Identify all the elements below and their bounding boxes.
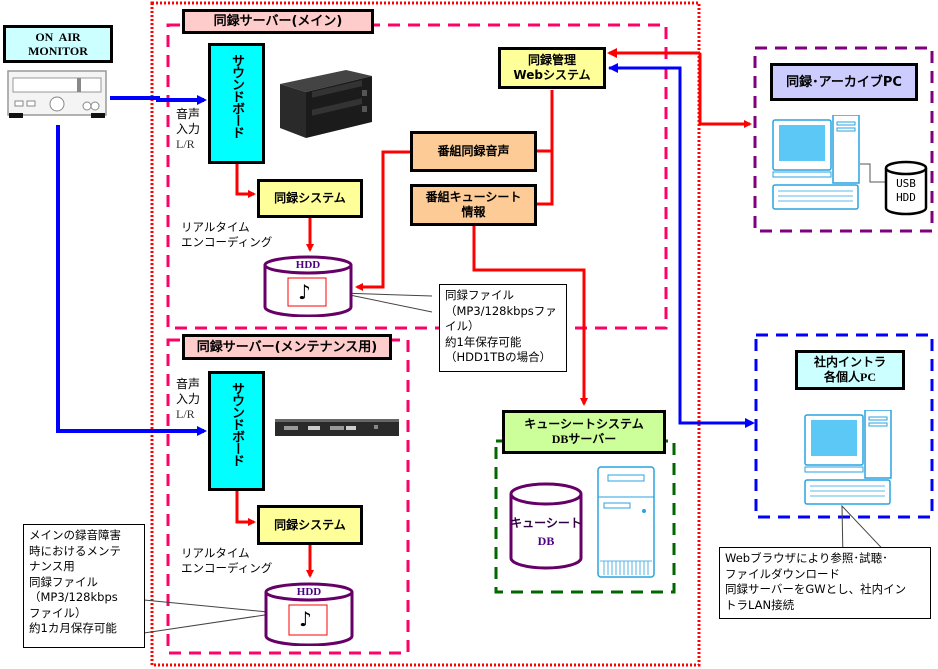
main-server-title: 同録サーバー(メイン)	[182, 9, 374, 34]
program-cue-sheet-info: 番組キューシート 情報	[410, 184, 537, 226]
maint-soundboard: サウンドボード	[208, 371, 265, 491]
sb-to-rec-main	[235, 163, 256, 198]
usb-hdd: USB HDD	[884, 160, 928, 216]
music-note-icon: ♪	[298, 280, 311, 304]
main-encoding-label: リアルタイム エンコーディング	[181, 220, 273, 249]
radio-receiver-icon	[7, 70, 107, 118]
main-hdd-note: 同録ファイル （MP3/128kbpsファ イル） 約1年保存可能 （HDD1T…	[439, 284, 567, 372]
cue-to-db	[472, 226, 588, 406]
main-soundboard: サウンドボード	[208, 43, 265, 164]
tower-server-icon	[280, 70, 372, 138]
main-hdd: HDD ♪	[262, 255, 354, 318]
maint-recording-system: 同録システム	[257, 505, 363, 545]
maint-encoding-label: リアルタイム エンコーディング	[181, 546, 273, 575]
maint-hdd-note: メインの録音障害 時におけるメンテ ナンス用 同録ファイル （MP3/128kb…	[23, 524, 145, 648]
audio-to-hdd	[355, 150, 410, 291]
desktop-pc-icon	[804, 410, 892, 505]
intranet-pc-border	[754, 333, 934, 519]
audio-line-maint	[56, 125, 207, 436]
archive-pc-title: 同録･アーカイブPC	[770, 63, 918, 101]
maint-hdd: HDD ♪	[263, 582, 355, 647]
on-air-monitor-label: ON AIR MONITOR	[3, 25, 113, 63]
audio-to-web	[537, 90, 554, 153]
cue-sheet-db: キューシート DB	[508, 482, 584, 570]
sb-to-rec-maint	[235, 490, 256, 526]
cue-db-title: キューシートシステム DBサーバー	[502, 410, 666, 454]
hdd-cylinder-icon	[264, 582, 354, 647]
desktop-pc-icon	[772, 115, 860, 210]
usb-hdd-connector	[860, 163, 888, 183]
web-management-system: 同録管理 Webシステム	[498, 47, 606, 89]
audio-line-main	[110, 95, 207, 105]
hdd-cylinder-icon	[884, 160, 928, 216]
cue-to-web	[537, 151, 554, 206]
maint-note-pointer	[143, 599, 279, 634]
database-cylinder-icon	[509, 482, 583, 570]
server-room-border	[150, 1, 701, 667]
hdd-cylinder-icon	[263, 255, 353, 318]
intranet-note-pointer	[841, 504, 894, 561]
program-recording-audio: 番組同録音声	[410, 131, 537, 172]
rack-server-icon	[275, 419, 399, 436]
main-server-border	[166, 23, 668, 330]
maint-audio-input-label: 音声 入力 L/R	[176, 377, 201, 421]
music-note-icon: ♪	[299, 607, 312, 631]
tower-server-icon	[597, 466, 655, 578]
web-link-archive	[698, 53, 752, 128]
web-link-intranet	[609, 66, 755, 428]
main-recording-system: 同録システム	[257, 179, 363, 218]
archive-pc-border	[753, 46, 934, 233]
intranet-pc-title: 社内イントラ 各個人PC	[795, 350, 905, 390]
intranet-note: Webブラウザにより参照･試聴･ ファイルダウンロード 同録サーバーをGWとし、…	[719, 547, 931, 619]
main-audio-input-label: 音声 入力 L/R	[176, 107, 201, 151]
maint-server-title: 同録サーバー(メンテナンス用)	[182, 334, 392, 360]
